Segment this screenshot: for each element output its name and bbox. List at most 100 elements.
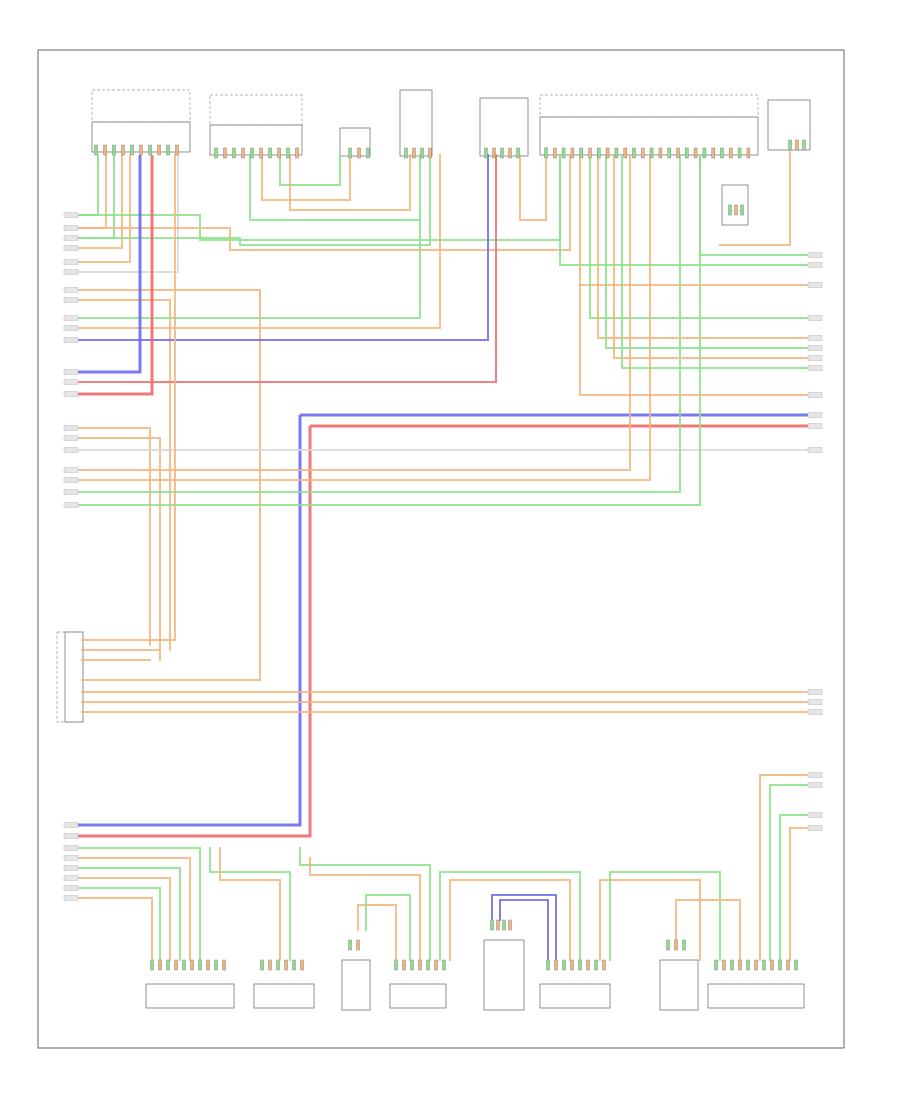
- connector-pin: [286, 147, 290, 159]
- connector-pin: [667, 147, 671, 159]
- wire-68: [609, 871, 721, 961]
- connector-pin: [410, 959, 414, 971]
- wire-15: [72, 155, 142, 374]
- wire-tag: [63, 337, 79, 343]
- connector-pin: [685, 147, 689, 159]
- bottom-component-6: [539, 983, 611, 1009]
- wire-tag: [807, 782, 823, 788]
- connector-pin: [295, 147, 299, 159]
- diagram-frame: [37, 49, 845, 1049]
- wire-tag: [807, 423, 823, 429]
- connector-pin: [259, 147, 263, 159]
- wire-tag: [63, 269, 79, 275]
- wire-tag: [63, 297, 79, 303]
- connector-pin: [720, 147, 724, 159]
- wire-70: [759, 774, 821, 961]
- wire-tag: [807, 699, 823, 705]
- connector-pin: [508, 919, 512, 931]
- wire-tag: [807, 392, 823, 398]
- connector-pin: [394, 959, 398, 971]
- wire-9: [71, 154, 431, 246]
- wire-tag: [63, 235, 79, 241]
- connector-pin: [676, 147, 680, 159]
- connector-pin: [103, 144, 107, 156]
- wire-tag: [63, 225, 79, 231]
- connector-pin: [786, 959, 790, 971]
- wire-65: [439, 871, 581, 961]
- connector-pin: [605, 147, 610, 159]
- wire-27: [71, 154, 681, 493]
- connector-pin: [561, 147, 566, 159]
- wire-tag: [807, 812, 823, 818]
- wire-tag: [63, 287, 79, 293]
- wire-72: [779, 814, 821, 961]
- wire-40: [279, 154, 341, 186]
- wire-16: [71, 154, 497, 383]
- connector-pin: [284, 959, 288, 971]
- wire-62: [365, 894, 411, 961]
- wire-tag: [63, 875, 79, 881]
- connector-pin: [734, 204, 738, 216]
- wire-58: [219, 847, 281, 961]
- wire-tag: [807, 315, 823, 321]
- connector-pin: [250, 147, 254, 159]
- wire-tag: [63, 212, 79, 218]
- connector-pin: [348, 147, 352, 159]
- top-connector-3: [339, 127, 371, 157]
- connector-pin: [420, 147, 424, 159]
- connector-pin: [277, 147, 281, 159]
- wire-11: [71, 299, 171, 651]
- connector-pin: [292, 959, 296, 971]
- wire-tag: [63, 845, 79, 851]
- connector-pin: [746, 959, 750, 971]
- wire-tag: [807, 365, 823, 371]
- connector-pin: [175, 144, 179, 156]
- wire-56: [71, 897, 153, 961]
- wire-group: [71, 147, 821, 961]
- connector-pin: [300, 959, 304, 971]
- wire-tag: [807, 709, 823, 715]
- connector-pin: [588, 147, 592, 159]
- connector-pin: [166, 959, 170, 971]
- connector-pin: [754, 959, 758, 971]
- top-connector-2: [209, 94, 303, 156]
- wire-tag: [63, 885, 79, 891]
- wire-tag: [63, 895, 79, 901]
- wire-tag: [63, 467, 79, 473]
- connector-pin: [516, 147, 520, 159]
- wire-tag: [63, 447, 79, 453]
- pin-group: [94, 139, 806, 971]
- connector-pin: [738, 959, 742, 971]
- connector-pin: [404, 147, 408, 159]
- wire-52: [71, 857, 191, 961]
- connector-pin: [641, 147, 645, 159]
- connector-pin: [484, 147, 488, 159]
- connector-pin: [788, 139, 792, 151]
- wire-tag: [63, 822, 79, 828]
- connector-pin: [632, 147, 636, 159]
- wire-51: [71, 847, 201, 961]
- connector-pin: [594, 959, 598, 971]
- connector-pin: [174, 959, 178, 971]
- connector-pin: [130, 144, 134, 156]
- connector-pin: [711, 147, 715, 159]
- connector-pin: [693, 147, 698, 159]
- connector-pin: [722, 959, 726, 971]
- connector-pin: [508, 147, 512, 159]
- connector-pin: [502, 919, 506, 931]
- wire-31: [589, 154, 821, 319]
- connector-pin: [658, 147, 663, 159]
- connector-pin: [222, 959, 226, 971]
- connector-pin: [112, 144, 116, 156]
- top-connector-6: [539, 94, 759, 156]
- connector-pin: [795, 139, 799, 151]
- wire-tag: [63, 315, 79, 321]
- wire-tag: [807, 252, 823, 258]
- connector-pin: [268, 147, 272, 159]
- wire-tag: [63, 502, 79, 508]
- wire-13: [71, 154, 441, 329]
- connector-pin: [602, 959, 606, 971]
- wire-tag: [807, 412, 823, 418]
- connector-pin: [802, 139, 806, 151]
- bottom-component-7: [659, 959, 699, 1011]
